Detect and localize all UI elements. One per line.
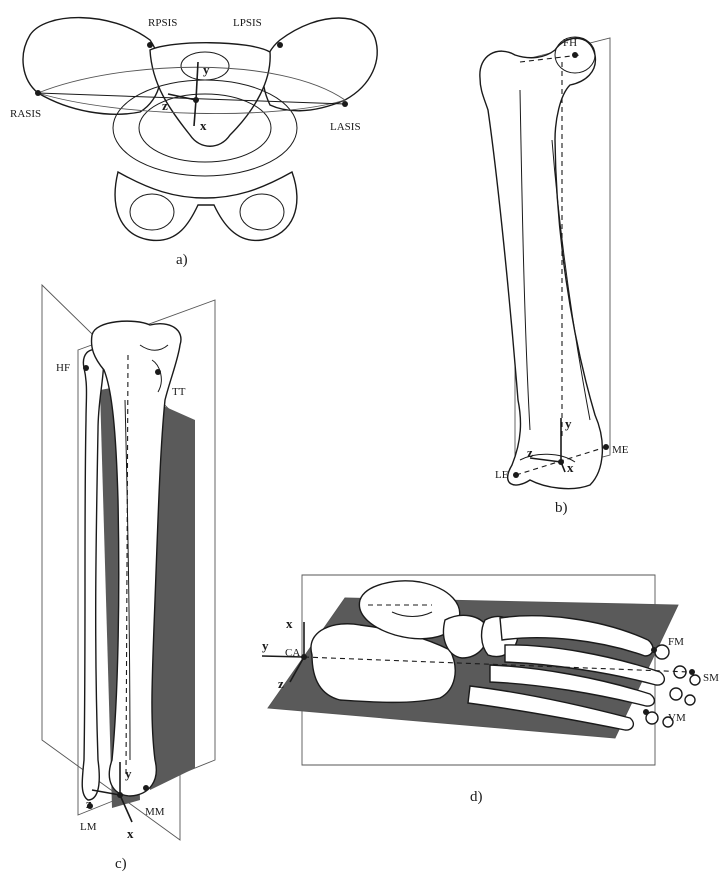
pelvis-axis-z: z: [162, 98, 168, 113]
label-lasis: LASIS: [330, 121, 361, 133]
femur-axis-y: y: [565, 416, 572, 431]
label-rpsis: RPSIS: [148, 17, 177, 29]
femur-outline: [480, 38, 603, 488]
tibia-axis-y: y: [125, 766, 132, 781]
label-sm: SM: [703, 672, 719, 684]
femur-axis-x: x: [567, 460, 574, 475]
label-le: LE: [495, 469, 509, 481]
label-lm: LM: [80, 821, 97, 833]
label-hf: HF: [56, 362, 70, 374]
pelvis-axis-y: y: [203, 62, 210, 77]
panel-a-pelvis: RPSIS LPSIS RASIS LASIS y z x a): [10, 17, 377, 268]
panel-c-tibia-fibula: HF TT MM LM y z x c): [42, 285, 215, 872]
label-lpsis: LPSIS: [233, 17, 262, 29]
tibia-axis-x: x: [127, 826, 134, 841]
panel-b-femur: FH ME LE y z x b): [480, 37, 629, 516]
caption-b: b): [555, 500, 568, 516]
caption-a: a): [176, 252, 188, 268]
label-fh: FH: [563, 37, 577, 49]
pelvis-left-iliac-wing: [263, 18, 377, 111]
caption-c: c): [115, 856, 127, 872]
label-vm: VM: [668, 712, 686, 724]
foot-axis-z: z: [278, 676, 284, 691]
foot-axis-y: y: [262, 638, 269, 653]
label-fm: FM: [668, 636, 684, 648]
fibula-outline: [82, 350, 104, 800]
label-tt: TT: [172, 386, 186, 398]
pelvis-axis-x: x: [200, 118, 207, 133]
pelvis-pubis: [115, 172, 297, 240]
label-mm: MM: [145, 806, 165, 818]
label-me: ME: [612, 444, 629, 456]
label-rasis: RASIS: [10, 108, 41, 120]
foot-axis-x: x: [286, 616, 293, 631]
tibia-axis-z: z: [86, 796, 92, 811]
caption-d: d): [470, 789, 483, 805]
femur-axis-z: z: [527, 445, 533, 460]
pelvis-right-iliac-wing: [23, 18, 161, 115]
panel-d-foot: CA FM SM VM x y z d): [262, 575, 719, 805]
